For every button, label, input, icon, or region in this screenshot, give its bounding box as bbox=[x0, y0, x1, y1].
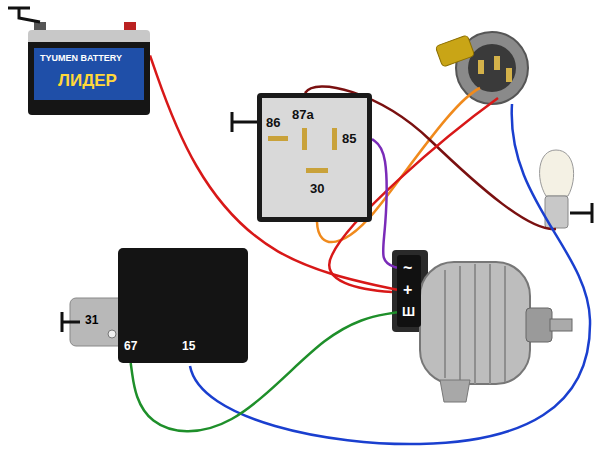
bracket-hole bbox=[108, 330, 116, 338]
pin-number: 67 bbox=[124, 340, 137, 353]
pin-number: 85 bbox=[342, 132, 356, 146]
shaft bbox=[550, 319, 572, 331]
ignition-switch-face bbox=[468, 44, 516, 92]
switch-terminal bbox=[506, 68, 512, 82]
terminal-label: Ш bbox=[402, 305, 415, 319]
switch-terminal bbox=[478, 60, 484, 74]
pulley bbox=[526, 308, 552, 342]
terminal-label: ~ bbox=[403, 259, 412, 277]
lamp-bulb bbox=[540, 150, 574, 196]
pin-number: 30 bbox=[310, 182, 324, 196]
ground-symbol bbox=[232, 112, 257, 132]
pin-number: 86 bbox=[266, 116, 280, 130]
ignition-key bbox=[435, 35, 474, 67]
wire-blue bbox=[190, 104, 590, 444]
wire bbox=[372, 139, 397, 268]
terminal-label: + bbox=[403, 281, 412, 299]
ground-symbol bbox=[570, 203, 592, 223]
ground-symbol bbox=[62, 312, 80, 332]
pin-number: 31 bbox=[85, 314, 98, 327]
brand-text: TYUMEN BATTERY bbox=[40, 54, 122, 64]
relay: 86 87a 85 30 bbox=[257, 93, 372, 222]
relay-pin bbox=[302, 128, 307, 150]
pin-number: 87a bbox=[292, 108, 314, 122]
relay-pin bbox=[332, 128, 337, 150]
generator-fins bbox=[445, 264, 505, 384]
generator-body bbox=[420, 262, 530, 384]
mount-ear bbox=[440, 380, 470, 402]
switch-terminal bbox=[494, 56, 500, 70]
relay-pin bbox=[306, 168, 328, 173]
brand-logo: ЛИДЕР bbox=[58, 72, 117, 91]
battery: TYUMEN BATTERY ЛИДЕР bbox=[28, 30, 150, 115]
ground-symbol bbox=[8, 8, 40, 22]
pin-number: 15 bbox=[182, 340, 195, 353]
generator-terminals: ~ + Ш bbox=[397, 255, 421, 327]
voltage-regulator: 316715 bbox=[118, 248, 248, 363]
relay-pin bbox=[268, 136, 288, 141]
